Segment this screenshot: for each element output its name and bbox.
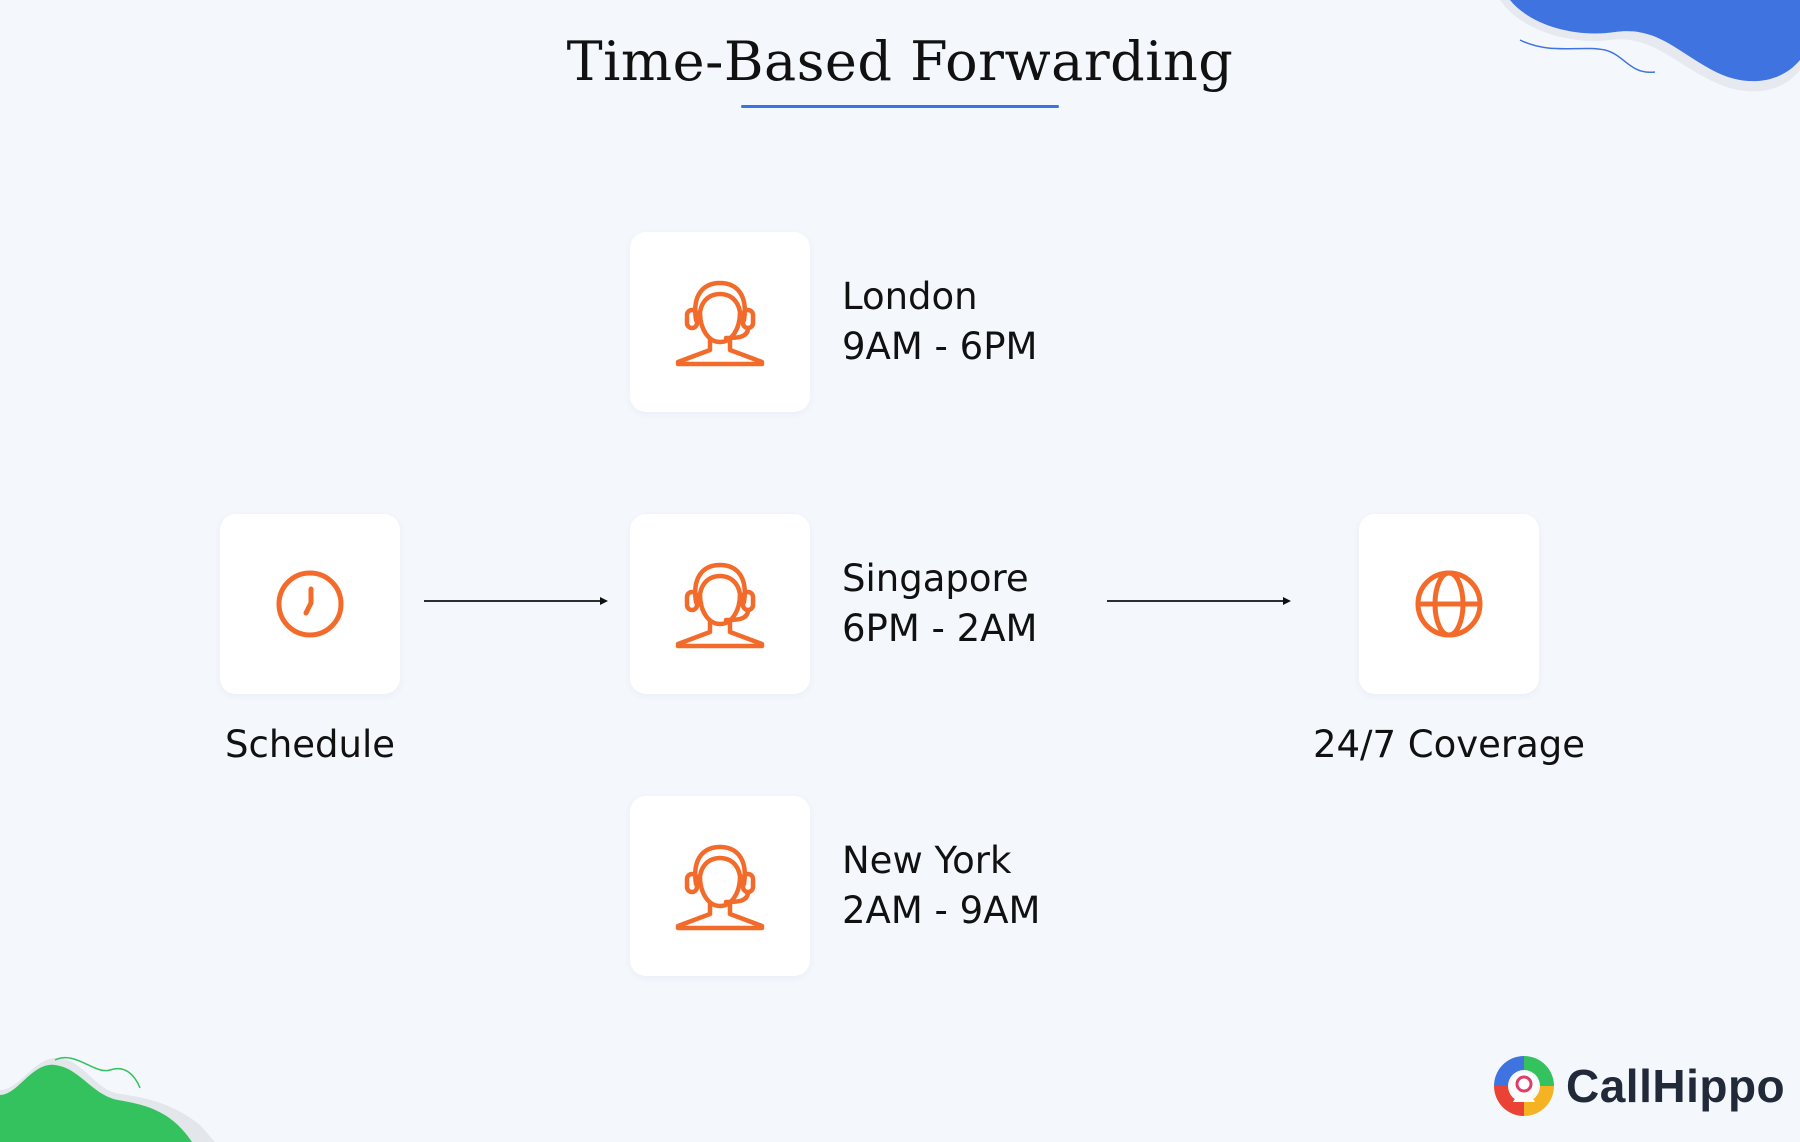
location-name: New York <box>842 839 1012 882</box>
location-text-singapore: Singapore 6PM - 2AM <box>842 554 1037 654</box>
callhippo-logo-icon <box>1494 1056 1554 1116</box>
globe-icon <box>1415 570 1483 638</box>
location-text-london: London 9AM - 6PM <box>842 272 1037 372</box>
agent-headset-icon <box>675 562 765 649</box>
location-card-new-york <box>630 796 810 976</box>
arrow-schedule-to-locations <box>424 597 608 605</box>
coverage-card <box>1359 514 1539 694</box>
location-text-new-york: New York 2AM - 9AM <box>842 836 1040 936</box>
location-name: London <box>842 275 978 318</box>
top-right-wave-decoration <box>1500 0 1800 92</box>
bottom-left-wave-decoration <box>0 1057 215 1142</box>
coverage-label: 24/7 Coverage <box>1312 723 1586 766</box>
agent-headset-icon <box>675 844 765 931</box>
schedule-label: Schedule <box>224 723 396 766</box>
title-underline <box>741 105 1059 108</box>
clock-icon <box>276 570 344 638</box>
location-hours: 6PM - 2AM <box>842 607 1038 650</box>
callhippo-logo: CallHippo <box>1490 1048 1785 1124</box>
location-name: Singapore <box>842 557 1029 600</box>
location-card-london <box>630 232 810 412</box>
location-hours: 2AM - 9AM <box>842 889 1041 932</box>
arrow-locations-to-coverage <box>1107 597 1291 605</box>
schedule-card <box>220 514 400 694</box>
agent-headset-icon <box>675 280 765 367</box>
brand-name: CallHippo <box>1566 1060 1786 1112</box>
location-hours: 9AM - 6PM <box>842 325 1038 368</box>
page-title: Time-Based Forwarding <box>566 30 1234 93</box>
location-card-singapore <box>630 514 810 694</box>
